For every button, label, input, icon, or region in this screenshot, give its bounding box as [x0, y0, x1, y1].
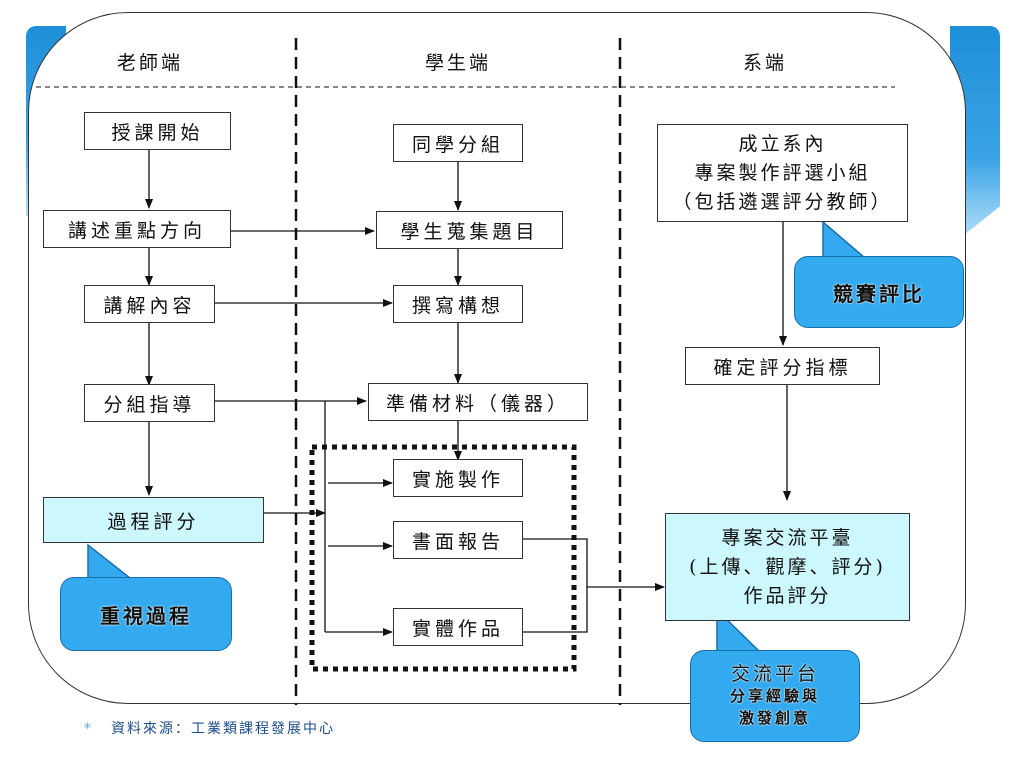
platform-line-1: 專案交流平臺 [721, 526, 854, 549]
callout-tail-competition [822, 220, 868, 259]
column-header-student: 學生端 [424, 52, 491, 74]
source-footnote: * 資料來源：工業類課程發展中心 [84, 718, 335, 738]
production-group-frame [309, 444, 577, 672]
step-collect-topics: 學生蒐集題目 [376, 211, 563, 249]
step-form-committee: 成立系內 專案製作評選小組 （包括遴選評分教師） [657, 124, 908, 222]
callout-tail-process [87, 543, 133, 579]
step-group-guidance: 分組指導 [84, 384, 215, 422]
step-implementation: 實施製作 [393, 459, 523, 497]
callout-platform-line-2: 分享經驗與 [729, 687, 820, 705]
committee-line-1: 成立系內 [738, 132, 827, 155]
step-key-direction: 講述重點方向 [43, 210, 231, 248]
step-student-grouping: 同學分組 [393, 124, 523, 162]
callout-competition-text: 競賽評比 [833, 281, 925, 306]
step-grading-criteria: 確定評分指標 [685, 347, 880, 385]
step-process-grading: 過程評分 [43, 497, 264, 543]
step-teaching-start: 授課開始 [84, 112, 231, 150]
platform-line-3: 作品評分 [743, 584, 832, 607]
column-header-teacher: 老師端 [116, 52, 183, 74]
step-explain-content: 講解內容 [84, 285, 215, 323]
step-exchange-platform: 專案交流平臺 (上傳、觀摩、評分) 作品評分 [665, 513, 910, 621]
step-prepare-materials: 準備材料（儀器） [368, 383, 588, 421]
callout-platform-line-1: 交流平台 [730, 663, 819, 685]
step-written-report: 書面報告 [393, 521, 523, 559]
committee-line-2: 專案製作評選小組 [694, 161, 871, 184]
connector-report-merge [523, 538, 588, 633]
step-physical-work: 實體作品 [393, 608, 523, 646]
footnote-bullet-icon: * [84, 721, 93, 737]
footnote-text: 資料來源：工業類課程發展中心 [111, 721, 335, 737]
callout-platform-line-3: 激發創意 [738, 709, 811, 727]
column-header-department: 系端 [742, 52, 787, 74]
callout-process-text: 重視過程 [100, 603, 192, 628]
committee-line-3: （包括遴選評分教師） [672, 190, 893, 213]
step-write-concept: 撰寫構想 [393, 285, 523, 323]
platform-line-2: (上傳、觀摩、評分) [689, 555, 886, 578]
